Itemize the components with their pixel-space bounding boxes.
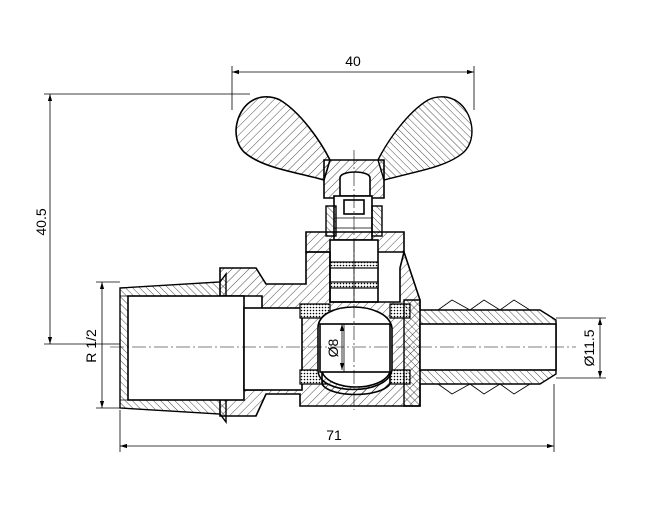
valve-stem [305,195,405,303]
dimension-height: 40.5 [33,93,250,345]
dim-label-thread: R 1/2 [83,329,99,363]
butterfly-handle [235,96,473,199]
dim-label-width: 40 [345,53,361,69]
valve-body [119,249,421,425]
dim-label-length: 71 [326,427,342,443]
dimension-handle-width: 40 [231,53,475,110]
dimension-bore: Ø8 [325,324,345,370]
dim-label-bore: Ø8 [325,338,341,357]
dimension-hose-diameter: Ø11.5 [556,317,606,379]
hose-barb [403,299,557,407]
dim-label-height: 40.5 [33,208,49,235]
dimension-thread: R 1/2 [83,281,120,409]
dimension-overall-length: 71 [119,384,555,452]
dim-label-hose: Ø11.5 [581,329,597,366]
